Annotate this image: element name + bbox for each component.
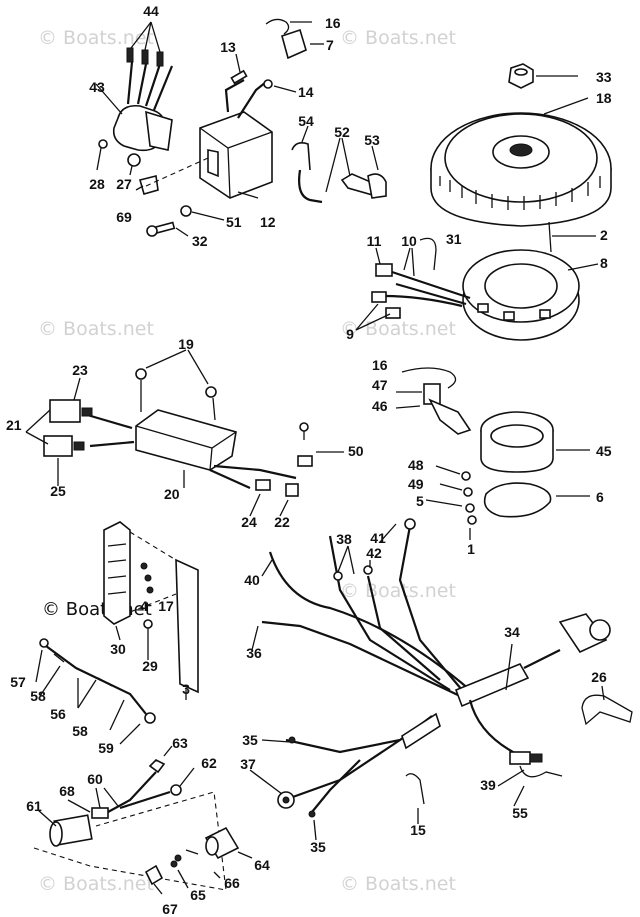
callout-63: 63 [172, 735, 188, 751]
callout-25: 25 [50, 483, 66, 499]
wiring-harness [249, 518, 633, 841]
callout-labels: 44 16 7 13 43 14 33 18 54 52 53 28 27 69… [6, 3, 612, 917]
callout-20: 20 [164, 486, 180, 502]
callout-22: 22 [274, 514, 290, 530]
callout-58: 58 [72, 723, 88, 739]
callout-1: 1 [467, 541, 475, 557]
callout-69: 69 [116, 209, 132, 225]
callout-35: 35 [242, 732, 258, 748]
fuse-holder [144, 826, 253, 895]
callout-45: 45 [596, 443, 612, 459]
callout-41: 41 [370, 530, 386, 546]
callout-4: 4 [140, 598, 148, 614]
callout-30: 30 [110, 641, 126, 657]
callout-15: 15 [410, 822, 426, 838]
callout-39: 39 [480, 777, 496, 793]
callout-9: 9 [346, 326, 354, 342]
callout-11: 11 [367, 233, 382, 249]
power-pack [25, 349, 344, 517]
callout-35: 35 [310, 839, 326, 855]
callout-31: 31 [446, 231, 462, 247]
watermark: © Boats.net [340, 873, 456, 895]
watermark: © Boats.net [38, 873, 154, 895]
callout-28: 28 [89, 176, 105, 192]
callout-50: 50 [348, 443, 364, 459]
callout-8: 8 [600, 255, 608, 271]
callout-54: 54 [298, 113, 314, 129]
callout-21: 21 [6, 417, 22, 433]
callout-59: 59 [98, 740, 114, 756]
callout-49: 49 [408, 476, 424, 492]
watermark: © Boats.net [340, 580, 456, 602]
callout-32: 32 [192, 233, 208, 249]
callout-56: 56 [50, 706, 66, 722]
watermark: © Boats.net [38, 318, 154, 340]
terminal [141, 49, 149, 65]
flywheel [430, 63, 612, 253]
callout-64: 64 [254, 857, 270, 873]
callout-19: 19 [178, 336, 194, 352]
callout-53: 53 [364, 132, 380, 148]
terminal [126, 47, 134, 63]
callout-37: 37 [240, 756, 256, 772]
callout-51: 51 [226, 214, 242, 230]
callout-67: 67 [162, 901, 178, 917]
callout-17: 17 [158, 598, 174, 614]
timer-base [395, 367, 590, 540]
spark-plug-boots [291, 125, 387, 204]
callout-12: 12 [260, 214, 276, 230]
callout-23: 23 [72, 362, 88, 378]
stator-leads [355, 237, 471, 331]
callout-36: 36 [246, 645, 262, 661]
callout-43: 43 [89, 79, 105, 95]
callout-10: 10 [401, 233, 417, 249]
callout-62: 62 [201, 755, 217, 771]
callout-33: 33 [596, 69, 612, 85]
terminal-block [103, 521, 199, 700]
callout-38: 38 [336, 531, 352, 547]
terminal [156, 51, 164, 67]
callout-26: 26 [591, 669, 607, 685]
callout-48: 48 [408, 457, 424, 473]
callout-47: 47 [372, 377, 388, 393]
callout-65: 65 [190, 887, 206, 903]
callout-60: 60 [87, 771, 103, 787]
callout-18: 18 [596, 90, 612, 106]
callout-2: 2 [600, 227, 608, 243]
callout-42: 42 [366, 545, 382, 561]
callout-5: 5 [416, 493, 424, 509]
rectifier-assembly [95, 21, 189, 237]
callout-6: 6 [596, 489, 604, 505]
callout-29: 29 [142, 658, 158, 674]
ignition-coil [145, 18, 324, 221]
callout-58: 58 [30, 688, 46, 704]
callout-7: 7 [326, 37, 334, 53]
callout-66: 66 [224, 875, 240, 891]
callout-55: 55 [512, 805, 528, 821]
trim-lead [33, 745, 227, 891]
watermark: © Boats.net [38, 27, 154, 49]
callout-61: 61 [26, 798, 42, 814]
callout-68: 68 [59, 783, 75, 799]
callout-13: 13 [220, 39, 236, 55]
callout-44: 44 [143, 3, 159, 19]
ground-lead [35, 638, 156, 745]
callout-24: 24 [241, 514, 257, 530]
watermark: © Boats.net [42, 599, 152, 620]
callout-46: 46 [372, 398, 388, 414]
callout-14: 14 [298, 84, 314, 100]
callout-16: 16 [372, 357, 388, 373]
callout-27: 27 [116, 176, 132, 192]
stator [462, 249, 599, 341]
callout-57: 57 [10, 674, 26, 690]
callout-40: 40 [244, 572, 260, 588]
callout-52: 52 [334, 124, 350, 140]
watermark: © Boats.net [340, 27, 456, 49]
callout-16: 16 [325, 15, 341, 31]
callout-34: 34 [504, 624, 520, 640]
callout-3: 3 [182, 681, 190, 697]
